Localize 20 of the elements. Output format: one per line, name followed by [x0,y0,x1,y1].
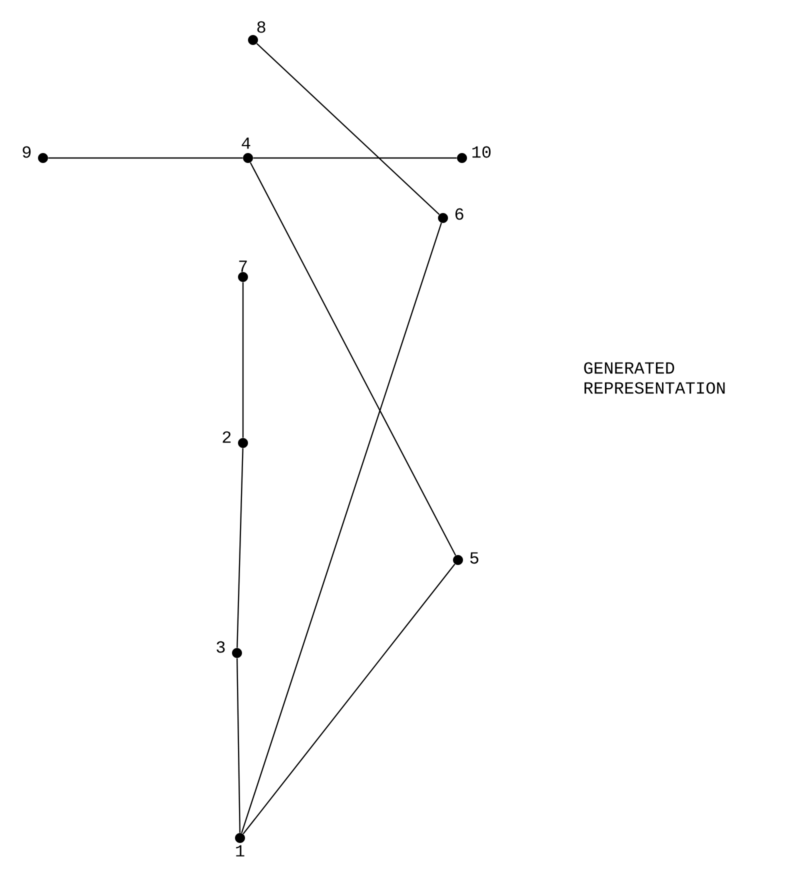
connecting-line [242,564,456,834]
connecting-line [236,658,241,833]
point-number: 7 [239,260,247,272]
point-number: 3 [216,641,225,653]
side-note: GENERATED REPRESENTATION [584,362,725,394]
point-number: 5 [470,552,478,564]
point-number: 9 [22,146,31,158]
connecting-line [256,43,440,215]
connecting-line [242,282,244,438]
connecting-line [253,157,457,159]
connecting-line [48,157,243,159]
point-number: 10 [472,146,491,158]
connecting-line [250,162,456,556]
point-number: 8 [257,21,266,33]
connecting-line [236,448,244,648]
point-number: 1 [236,845,244,856]
point-number: 2 [222,431,231,443]
point-number: 6 [455,208,464,220]
point-number: 4 [242,138,250,149]
connecting-line [241,222,442,834]
